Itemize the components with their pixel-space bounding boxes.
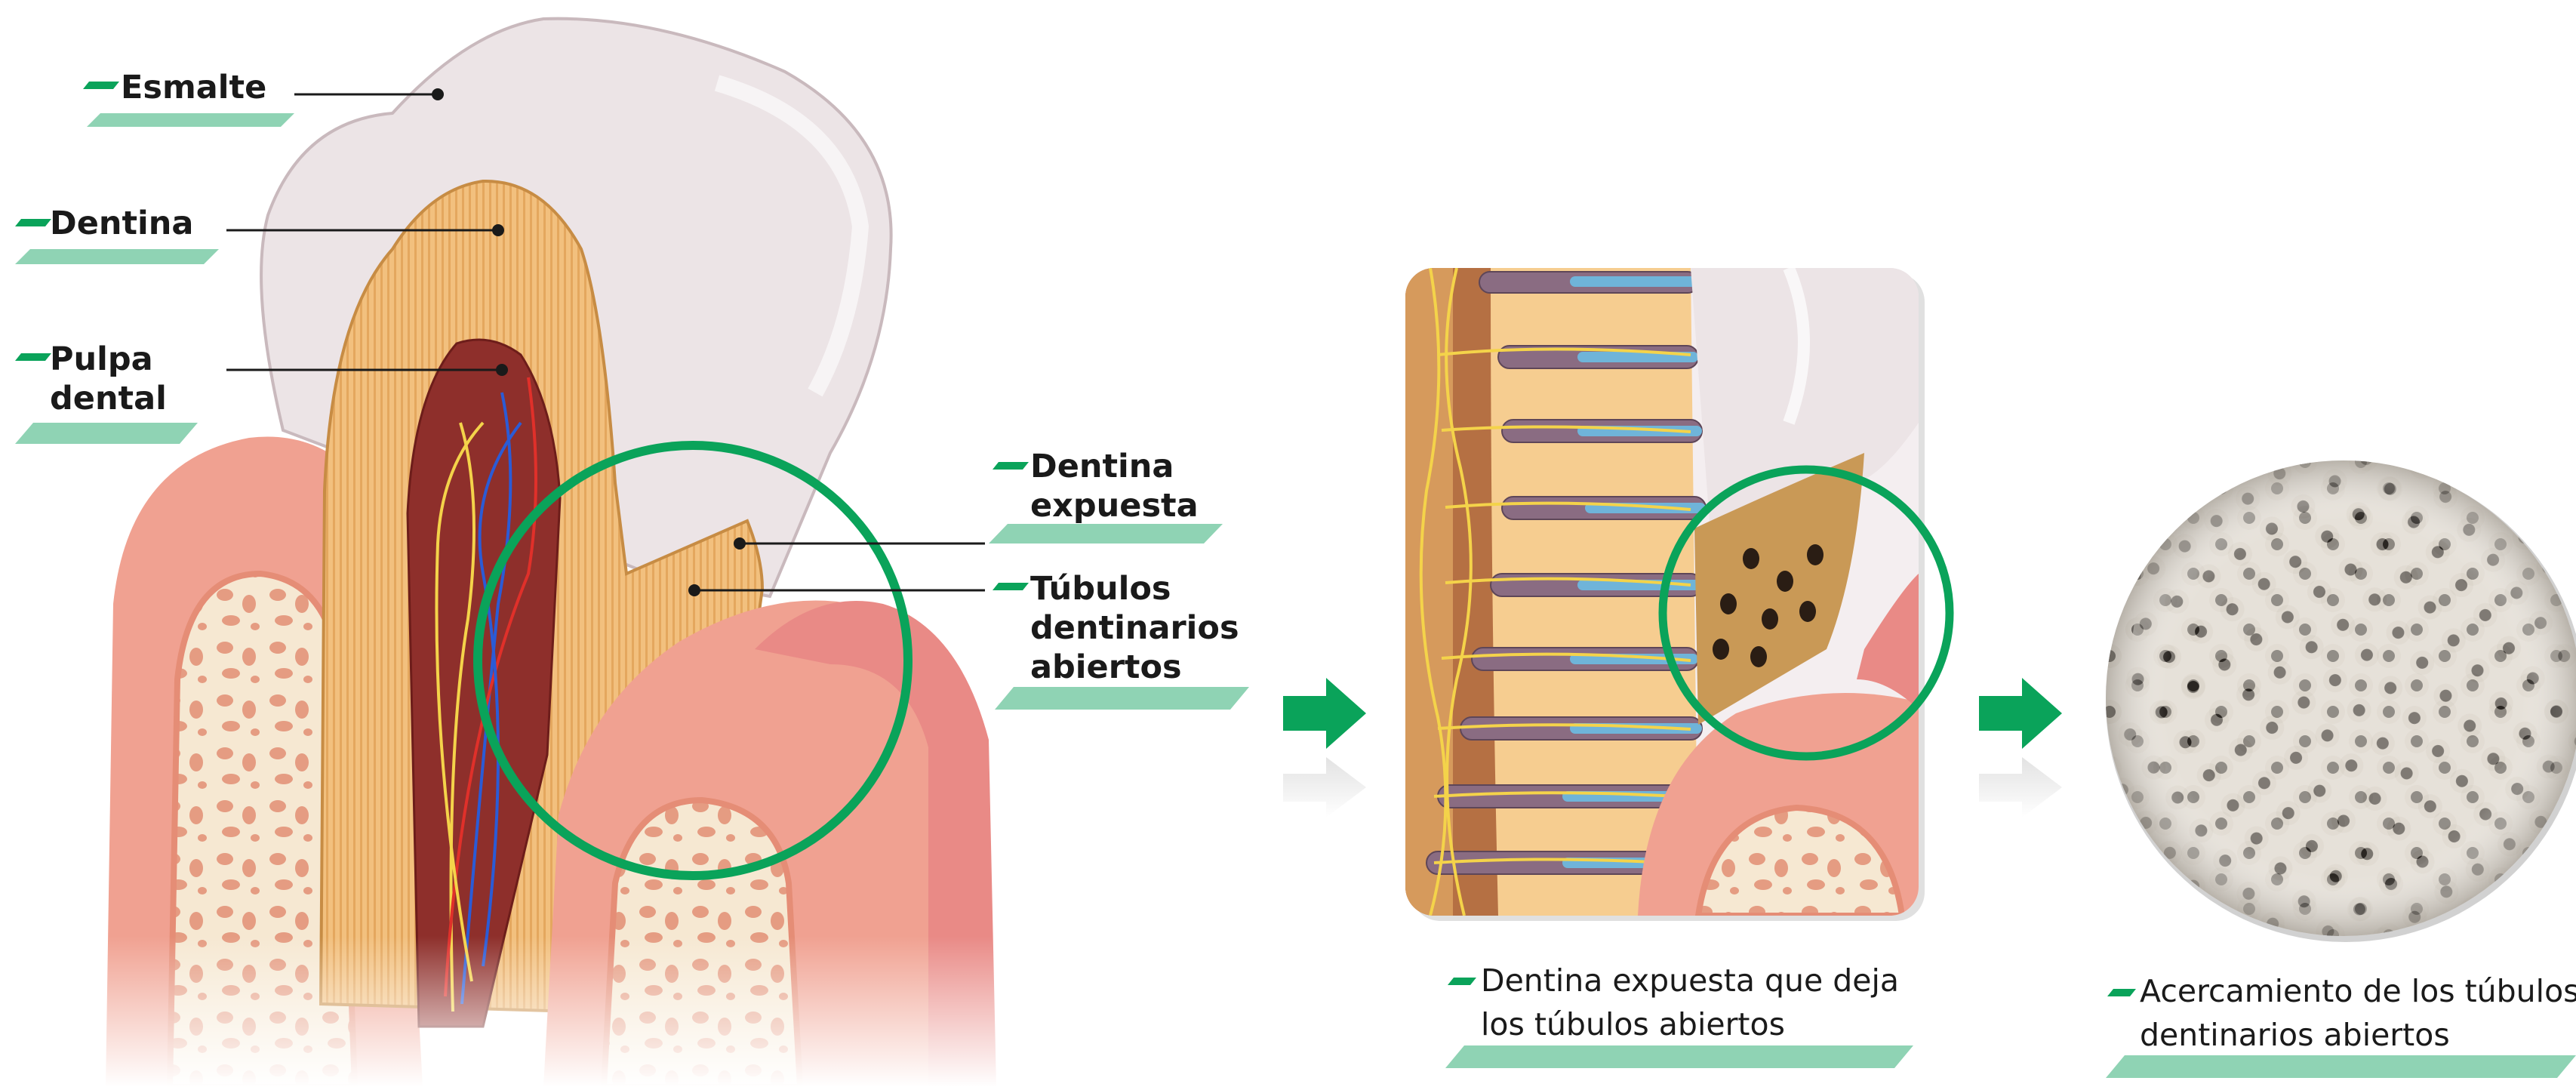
label-tubulos-line2: dentinarios <box>1030 608 1239 648</box>
label-expuesta-line1: Dentina <box>1030 447 1199 486</box>
label-esmalte: Esmalte <box>121 68 266 107</box>
zoomed-dentin-panel <box>1405 268 1950 921</box>
caption-right-line1: Acercamiento de los túbulos <box>2140 969 2576 1013</box>
label-tubulos-abiertos: Túbulos dentinarios abiertos <box>1030 569 1239 687</box>
label-pulpa-line1: Pulpa <box>50 340 167 379</box>
caption-middle: Dentina expuesta que deja los túbulos ab… <box>1481 959 1899 1046</box>
arrow-right-icon <box>1979 678 2062 818</box>
label-dentina-expuesta: Dentina expuesta <box>1030 447 1199 525</box>
tubule-closeup <box>2094 421 2576 975</box>
label-expuesta-line2: expuesta <box>1030 486 1199 525</box>
label-tubulos-line1: Túbulos <box>1030 569 1239 608</box>
tooth-cross-section <box>0 19 1057 1087</box>
caption-right: Acercamiento de los túbulos dentinarios … <box>2140 969 2576 1057</box>
label-pulpa-line2: dental <box>50 379 167 418</box>
caption-right-line2: dentinarios abiertos <box>2140 1013 2576 1057</box>
caption-middle-line2: los túbulos abiertos <box>1481 1002 1899 1046</box>
label-dentina: Dentina <box>50 204 193 243</box>
arrow-right-icon <box>1283 678 1366 818</box>
label-pulpa-dental: Pulpa dental <box>50 340 167 418</box>
caption-middle-line1: Dentina expuesta que deja <box>1481 959 1899 1002</box>
label-tubulos-line3: abiertos <box>1030 648 1239 687</box>
